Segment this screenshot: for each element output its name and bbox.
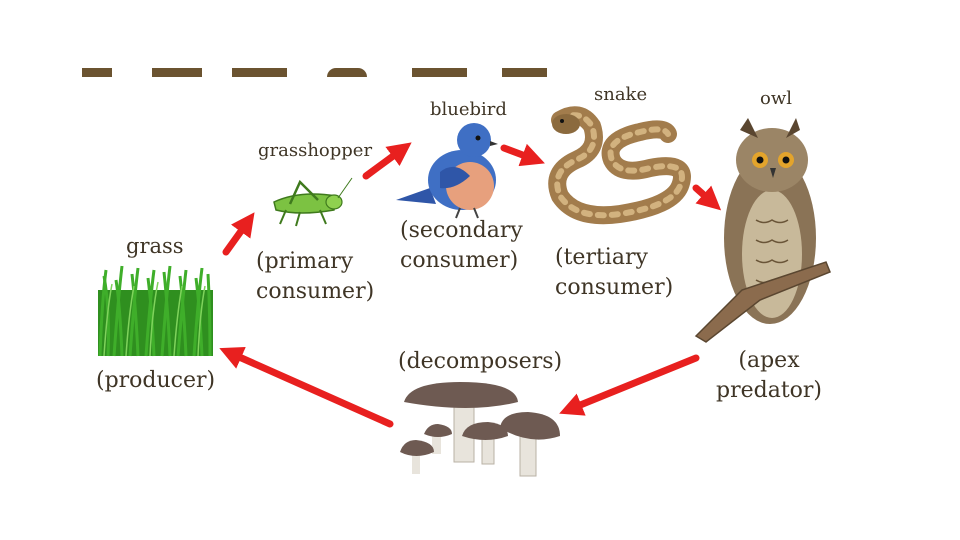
snake-role-label: (tertiary consumer) bbox=[555, 245, 674, 300]
grass-role-label: (producer) bbox=[96, 368, 216, 393]
arrow-snake-to-owl bbox=[692, 184, 722, 211]
owl-role-label: (apex predator) bbox=[716, 348, 823, 403]
grasshopper-role-label: (primary consumer) bbox=[256, 249, 375, 304]
cropped-title-fragment bbox=[82, 66, 552, 80]
bluebird-illustration bbox=[396, 123, 498, 219]
arrow-mushrooms-to-grass bbox=[219, 346, 394, 428]
grasshopper-illustration bbox=[273, 177, 353, 227]
grass-illustration bbox=[98, 265, 213, 357]
arrow-owl-to-mushrooms bbox=[559, 354, 700, 416]
owl-illustration bbox=[694, 118, 831, 343]
arrow-grass-to-grasshopper bbox=[222, 212, 255, 256]
mushrooms-illustration bbox=[400, 382, 560, 477]
arrow-bluebird-to-snake bbox=[500, 143, 545, 167]
owl-name-label: owl bbox=[760, 88, 793, 109]
arrow-grasshopper-to-bluebird bbox=[362, 142, 412, 180]
mushrooms-role-label: (decomposers) bbox=[398, 349, 563, 374]
bluebird-name-label: bluebird bbox=[430, 99, 507, 120]
grass-name-label: grass bbox=[126, 234, 184, 258]
food-chain-arrows bbox=[219, 142, 722, 428]
grasshopper-name-label: grasshopper bbox=[258, 140, 373, 161]
snake-illustration bbox=[548, 106, 691, 225]
snake-name-label: snake bbox=[594, 84, 648, 105]
bluebird-role-label: (secondary consumer) bbox=[400, 218, 523, 273]
